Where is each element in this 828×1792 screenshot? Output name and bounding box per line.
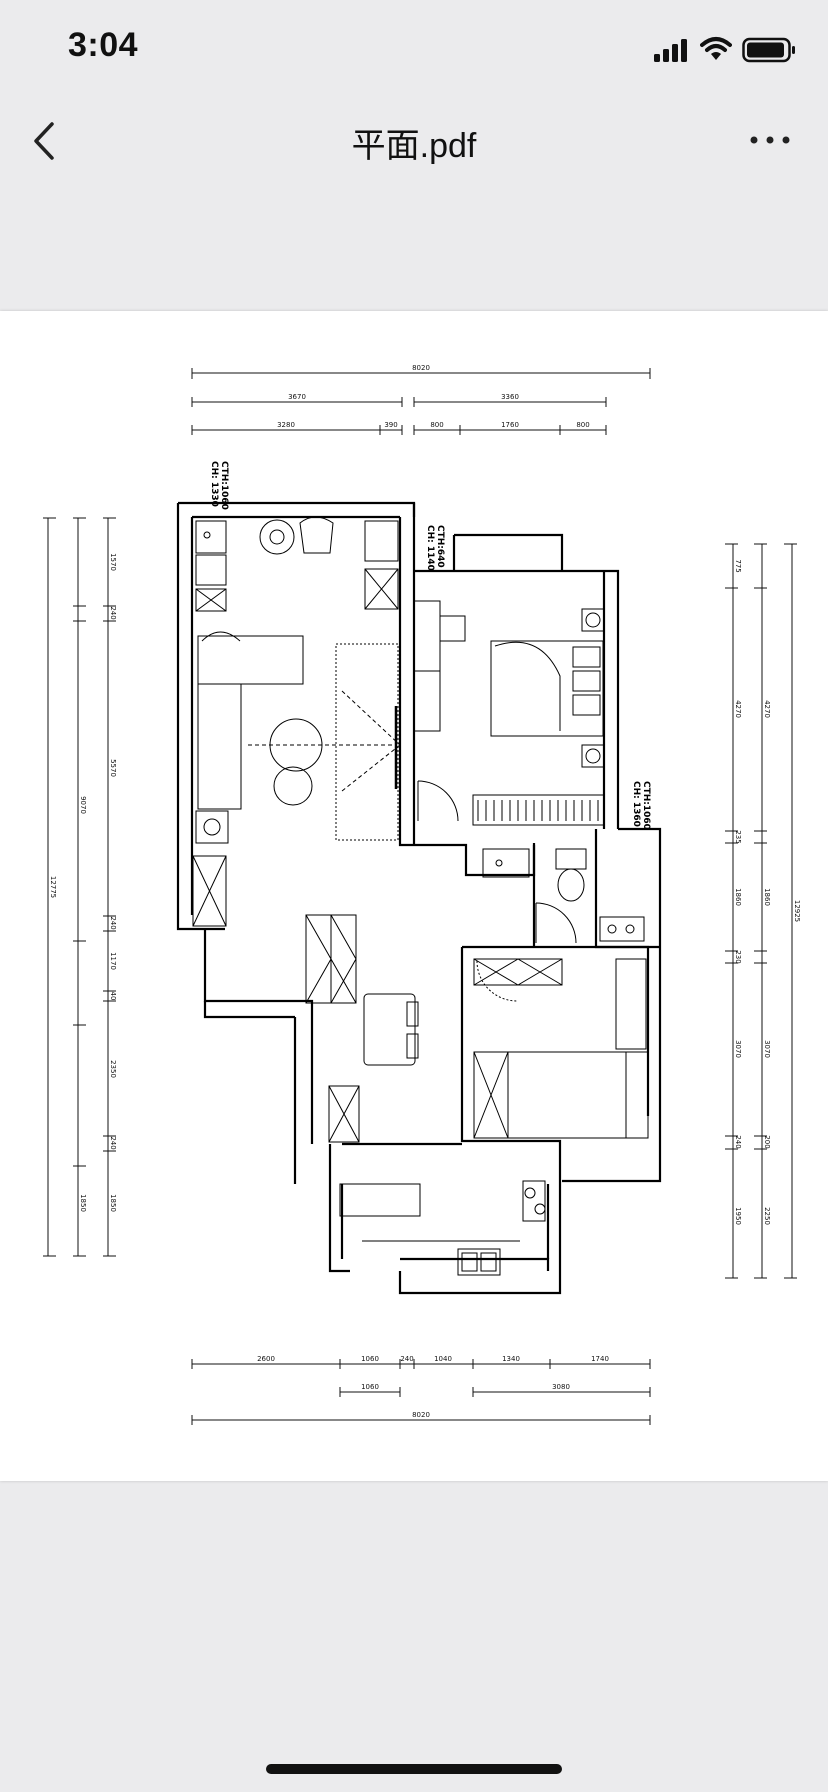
dim-bottom-overall: 8020 [412,1411,430,1419]
dim-left-d9: 1850 [109,1194,117,1212]
dim-top-seg-b: 390 [384,421,397,429]
dim-top-right-block: 3360 [501,393,519,401]
dim-right-outer: 12925 [793,900,801,922]
dim-right-d2: 4270 [734,700,742,718]
dim-top-seg-e: 800 [576,421,589,429]
dim-bottom-row2-a: 1060 [361,1383,379,1391]
dim-top-seg-a: 3280 [277,421,295,429]
dim-right-d3: 4270 [763,700,771,718]
dim-bottom-seg-5: 1340 [502,1355,520,1363]
dim-left-d2: 240 [109,606,117,619]
dim-left-d8: 240 [109,1136,117,1149]
battery-icon [742,37,795,63]
dim-right-d6: 1860 [763,888,771,906]
dim-right-d8: 3070 [734,1040,742,1058]
dim-top-seg-d: 1760 [501,421,519,429]
note-c-line1: CTH:1060 [641,781,651,830]
dim-right-d4: 235 [734,830,742,843]
floor-plan-drawing: 8020 3670 3360 3280 390 800 1760 800 260… [43,364,801,1425]
dim-right-d7: 230 [734,950,742,963]
dim-bottom-row2-b: 3080 [552,1383,570,1391]
dim-left-d4: 240 [109,916,117,929]
dim-left-d6: 40 [109,992,117,1001]
note-b-line2: CH: 1140 [425,525,435,571]
dim-left-d5: 1170 [109,952,117,970]
dim-right-d12: 1950 [734,1207,742,1225]
dim-top-overall: 8020 [412,364,430,372]
note-a-line1: CTH:1060 [219,461,229,510]
dim-right-d9: 3070 [763,1040,771,1058]
dim-left-d10: 1850 [79,1194,87,1212]
note-b-line1: CTH:640 [435,525,445,568]
dim-left-mid: 9070 [79,796,87,814]
dim-top-seg-c: 800 [430,421,443,429]
note-c-line2: CH: 1360 [631,781,641,827]
status-time: 3:04 [68,26,139,64]
dim-left-d7: 2350 [109,1060,117,1078]
note-a-line2: CH: 1330 [209,461,219,507]
wifi-icon [700,37,732,60]
dim-top-left-block: 3670 [288,393,306,401]
dim-bottom-seg-1: 2600 [257,1355,275,1363]
dim-right-d10: 240 [734,1135,742,1148]
dim-left-d1: 1570 [109,553,117,571]
dim-right-d1: 775 [734,559,742,572]
status-bar: 3:04 [0,0,828,100]
more-options-icon[interactable] [748,128,792,152]
dim-right-d13: 2250 [763,1207,771,1225]
dim-bottom-seg-4: 1040 [434,1355,452,1363]
dim-right-d11: 200 [763,1135,771,1148]
dim-bottom-seg-2: 1060 [361,1355,379,1363]
document-title: 平面.pdf [351,127,477,165]
dim-left-d3: 5570 [109,759,117,777]
dim-right-d5: 1860 [734,888,742,906]
back-chevron-icon[interactable] [28,120,60,162]
home-indicator[interactable] [266,1764,562,1774]
dim-bottom-seg-6: 1740 [591,1355,609,1363]
cellular-signal-icon [654,39,687,62]
pdf-page[interactable]: 8020 3670 3360 3280 390 800 1760 800 260… [0,311,828,1481]
dim-bottom-seg-3: 240 [400,1355,413,1363]
dim-left-outer: 12775 [49,876,57,898]
navigation-bar: 平面.pdf [0,100,828,180]
